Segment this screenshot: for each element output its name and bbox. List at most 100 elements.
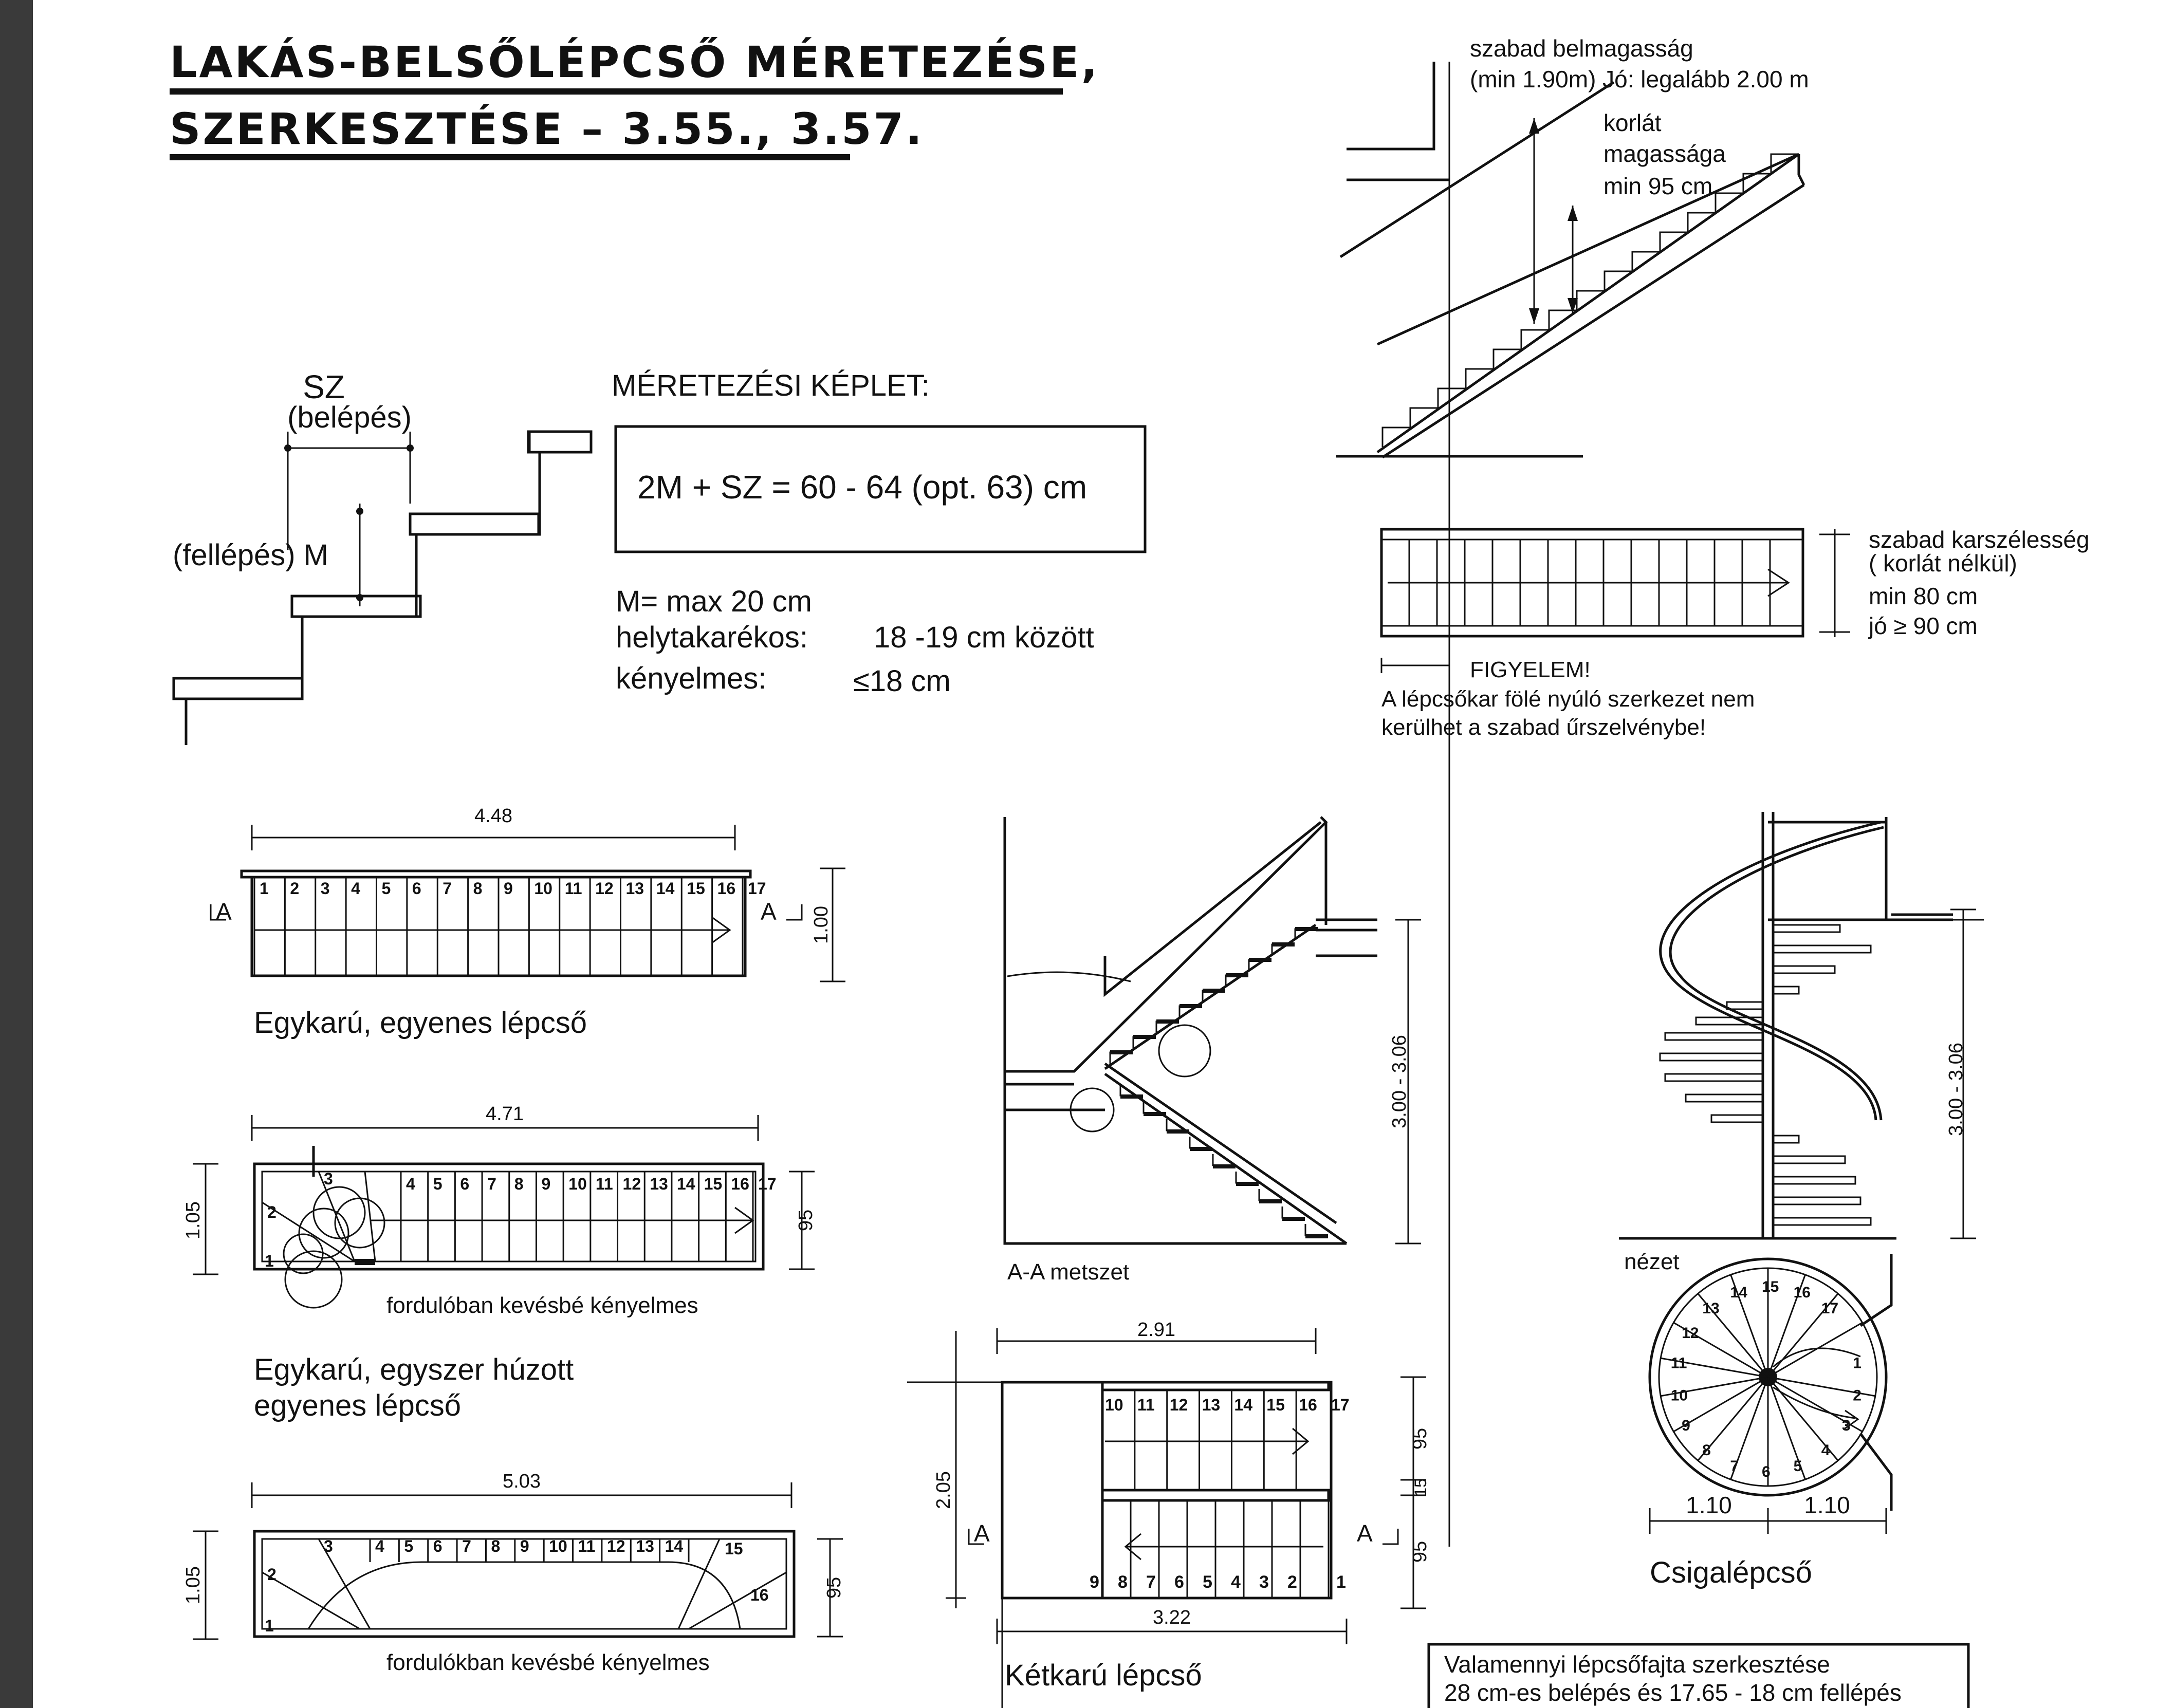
straight-step-number: 6 (412, 879, 421, 898)
two-flight-top-dim: 2.91 (1137, 1319, 1175, 1341)
two-flight-upper-step-number: 17 (1331, 1396, 1350, 1414)
warning-line-1: A lépcsőkar fölé nyúló szerkezet nem (1381, 686, 1755, 712)
double-turn-note: fordulókban kevésbé kényelmes (386, 1650, 710, 1675)
title-line-2: SZERKESZTÉSE – 3.55., 3.57. (170, 104, 924, 154)
formula-heading: MÉRETEZÉSI KÉPLET: (612, 369, 930, 402)
straight-step-number: 7 (443, 879, 452, 898)
headroom-line-1: szabad belmagasság (1470, 35, 1693, 62)
straight-step-number: 4 (351, 879, 360, 898)
rule-space-saving-value: 18 -19 cm között (874, 621, 1094, 654)
double-turn-step-number: 9 (520, 1537, 529, 1555)
single-turn-step-number: 5 (433, 1175, 443, 1193)
two-flight-caption: Kétkarú lépcső (1005, 1659, 1202, 1692)
single-turn-width-inner: 95 (795, 1210, 817, 1231)
straight-step-number: 8 (473, 879, 483, 898)
two-flight-lower-step-number: 1 (1336, 1572, 1346, 1592)
double-turn-step-number: 15 (725, 1539, 743, 1558)
two-flight-upper-step-number: 15 (1266, 1396, 1285, 1414)
double-turn-step-number: 5 (404, 1537, 413, 1555)
straight-step-number: 12 (595, 879, 614, 898)
straight-step-number: 9 (504, 879, 513, 898)
footnote-line-1: Valamennyi lépcsőfajta szerkesztése (1444, 1651, 1830, 1678)
warning-line-2: kerülhet a szabad űrszelvénybe! (1381, 715, 1706, 740)
left-border (0, 0, 33, 1708)
single-turn-step-number: 11 (596, 1175, 613, 1193)
single-turn-step-number: 3 (324, 1169, 333, 1188)
headroom-line-2: (min 1.90m) Jó: legalább 2.00 m (1470, 66, 1809, 92)
spiral-dim-left: 1.10 (1686, 1492, 1732, 1518)
footnote-box: Valamennyi lépcsőfajta szerkesztése 28 c… (1427, 1643, 1970, 1708)
spiral-step-number: 5 (1794, 1458, 1802, 1475)
rule-comfortable-value: ≤18 cm (853, 664, 951, 698)
single-turn-step-number: 17 (758, 1175, 777, 1193)
double-turn-width-inner: 95 (823, 1577, 845, 1599)
spiral-step-number: 17 (1821, 1300, 1838, 1317)
rule-comfortable-label: kényelmes: (616, 662, 766, 695)
straight-step-number: 13 (626, 879, 644, 898)
double-turn-width-outer: 1.05 (182, 1566, 204, 1604)
aa-caption: A-A metszet (1007, 1259, 1129, 1285)
width-line-2: ( korlát nélkül) (1869, 550, 2017, 577)
sz-sub-label: (belépés) (287, 401, 412, 434)
width-line-3: min 80 cm (1869, 583, 1978, 609)
spiral-step-number: 4 (1821, 1442, 1830, 1459)
spiral-step-number: 10 (1671, 1387, 1688, 1404)
spiral-step-number: 9 (1682, 1417, 1690, 1434)
two-flight-upper-step-number: 16 (1299, 1396, 1317, 1414)
straight-width-dim: 1.00 (810, 906, 832, 944)
step-profile-diagram: SZ (belépés) (fellépés) M (172, 368, 593, 745)
single-turn-caption-2: egyenes lépcső (254, 1389, 461, 1422)
straight-step-number: 5 (382, 879, 391, 898)
spiral-step-number: 3 (1842, 1417, 1851, 1434)
footnote-line-2: 28 cm-es belépés és 17.65 - 18 cm fellép… (1444, 1679, 1902, 1706)
double-turn-step-number: 13 (636, 1537, 654, 1555)
spiral-step-number: 1 (1853, 1355, 1861, 1372)
double-turn-step-number: 12 (607, 1537, 625, 1555)
width-line-1: szabad karszélesség (1869, 526, 2090, 553)
single-turn-step-number: 13 (650, 1175, 668, 1193)
straight-length-dim: 4.48 (474, 805, 512, 827)
double-turn-step-number: 2 (267, 1565, 277, 1584)
spiral-step-number: 13 (1702, 1300, 1719, 1317)
single-turn-note: fordulóban kevésbé kényelmes (386, 1293, 698, 1318)
formula-box (614, 425, 1147, 553)
double-turn-step-number: 1 (265, 1617, 274, 1635)
two-flight-bottom-dim: 3.22 (1153, 1607, 1191, 1628)
warning-title: FIGYELEM! (1470, 657, 1591, 682)
straight-cut-left: A (216, 898, 232, 925)
straight-step-number: 15 (687, 879, 705, 898)
single-turn-length-dim: 4.71 (486, 1103, 524, 1125)
spiral-dim-right: 1.10 (1804, 1492, 1850, 1518)
spiral-step-number: 7 (1730, 1458, 1739, 1475)
spiral-step-number: 2 (1853, 1387, 1861, 1404)
straight-step-number: 3 (321, 879, 330, 898)
formula-text: 2M + SZ = 60 - 64 (opt. 63) cm (637, 469, 1087, 506)
straight-step-number: 14 (656, 879, 675, 898)
single-turn-step-number: 2 (267, 1203, 277, 1221)
two-flight-lower-step-number: 7 (1146, 1572, 1156, 1592)
sz-label: SZ (303, 368, 345, 405)
two-flight-lower-step-number: 5 (1203, 1572, 1212, 1592)
two-flight-lower-step-number: 2 (1287, 1572, 1297, 1592)
single-turn-step-number: 6 (460, 1175, 469, 1193)
spiral-step-number: 6 (1762, 1463, 1771, 1480)
double-turn-step-number: 3 (324, 1537, 333, 1555)
rule-space-saving-label: helytakarékos: (616, 621, 808, 654)
double-turn-step-number: 16 (750, 1586, 769, 1604)
two-flight-right-mid: 15 (1411, 1478, 1430, 1497)
two-flight-right-bottom: 95 (1409, 1541, 1431, 1563)
spiral-height-dim: 3.00 - 3.06 (1945, 1043, 1967, 1136)
width-line-4: jó ≥ 90 cm (1868, 612, 1978, 639)
two-flight-cut-left: A (974, 1520, 990, 1547)
single-turn-step-number: 9 (541, 1175, 550, 1193)
rail-line-1: korlát (1603, 109, 1662, 136)
aa-height-dim: 3.00 - 3.06 (1389, 1035, 1410, 1128)
single-turn-step-number: 16 (731, 1175, 749, 1193)
straight-step-number: 17 (748, 879, 766, 898)
straight-caption: Egykarú, egyenes lépcső (254, 1006, 587, 1039)
